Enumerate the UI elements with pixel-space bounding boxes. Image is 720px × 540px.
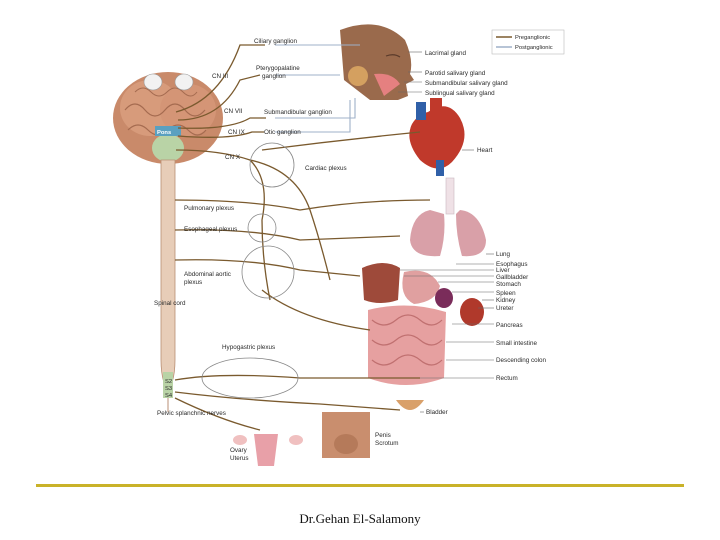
label-rectum: Rectum: [496, 375, 518, 382]
label-penis: Penis: [375, 432, 391, 439]
footer-divider: [36, 484, 684, 487]
label-pulmonary-plexus: Pulmonary plexus: [184, 205, 234, 212]
footer-author: Dr.Gehan El-Salamony: [299, 511, 421, 526]
label-sublingual-gland: Sublingual salivary gland: [425, 90, 495, 97]
brain-illustration: [113, 72, 223, 164]
heart-illustration: [409, 98, 465, 176]
pons-label: Pons: [157, 130, 171, 136]
lungs-illustration: [410, 177, 486, 257]
label-cn7: CN VII: [224, 108, 243, 115]
label-scrotum: Scrotum: [375, 440, 398, 447]
legend-postganglionic: Postganglionic: [515, 45, 553, 51]
face-illustration: [340, 24, 414, 100]
label-bladder: Bladder: [426, 409, 448, 416]
legend: Preganglionic Postganglionic: [491, 29, 565, 55]
label-cn3: CN III: [212, 73, 228, 80]
label-ureter: Ureter: [496, 305, 514, 312]
label-aortic-plexus-2: plexus: [184, 279, 202, 286]
label-small-intestine: Small intestine: [496, 340, 537, 347]
label-aortic-plexus-1: Abdominal aortic: [184, 271, 231, 278]
label-heart: Heart: [477, 147, 493, 154]
label-spleen: Spleen: [496, 290, 516, 297]
label-cn9: CN IX: [228, 129, 246, 136]
label-hypogastric-plexus: Hypogastric plexus: [222, 344, 275, 351]
label-esophageal-plexus: Esophageal plexus: [184, 226, 237, 233]
label-stomach: Stomach: [496, 281, 521, 288]
label-ovary: Ovary: [230, 447, 248, 454]
label-pelvic-splanchnic: Pelvic splanchnic nerves: [157, 410, 226, 417]
leader-lines: [398, 51, 494, 413]
label-gallbladder: Gallbladder: [496, 274, 528, 281]
spinal-cord: [160, 159, 176, 412]
label-s3: S3: [165, 386, 172, 392]
label-s2: S2: [165, 379, 172, 385]
label-submandibular-ganglion: Submandibular ganglion: [264, 109, 332, 116]
label-descending-colon: Descending colon: [496, 357, 547, 364]
label-otic-ganglion: Otic ganglion: [264, 129, 301, 136]
label-lung: Lung: [496, 251, 511, 258]
label-liver: Liver: [496, 267, 510, 274]
label-kidney: Kidney: [496, 297, 516, 304]
parasympathetic-diagram: Preganglionic Postganglionic Pons: [113, 24, 565, 466]
label-esophagus: Esophagus: [496, 261, 528, 268]
label-ciliary-ganglion: Ciliary ganglion: [254, 38, 298, 45]
label-parotid-gland: Parotid salivary gland: [425, 70, 486, 77]
reproductive-illustration: [233, 412, 370, 466]
label-cn10: CN X: [225, 154, 241, 161]
abdominal-organs-illustration: [362, 263, 484, 410]
plexus-markers: [201, 142, 299, 399]
label-pterygopalatine-2: ganglion: [262, 73, 286, 80]
label-spinal-cord: Spinal cord: [154, 300, 186, 307]
label-lacrimal-gland: Lacrimal gland: [425, 50, 466, 57]
label-pterygopalatine-1: Pterygopalatine: [256, 65, 300, 72]
label-s4: S4: [165, 393, 173, 399]
label-uterus: Uterus: [230, 455, 249, 462]
label-pancreas: Pancreas: [496, 322, 523, 329]
label-cardiac-plexus: Cardiac plexus: [305, 165, 347, 172]
postganglionic-nerves: [275, 44, 360, 133]
legend-preganglionic: Preganglionic: [515, 35, 550, 41]
label-submandibular-gland: Submandibular salivary gland: [425, 80, 508, 87]
